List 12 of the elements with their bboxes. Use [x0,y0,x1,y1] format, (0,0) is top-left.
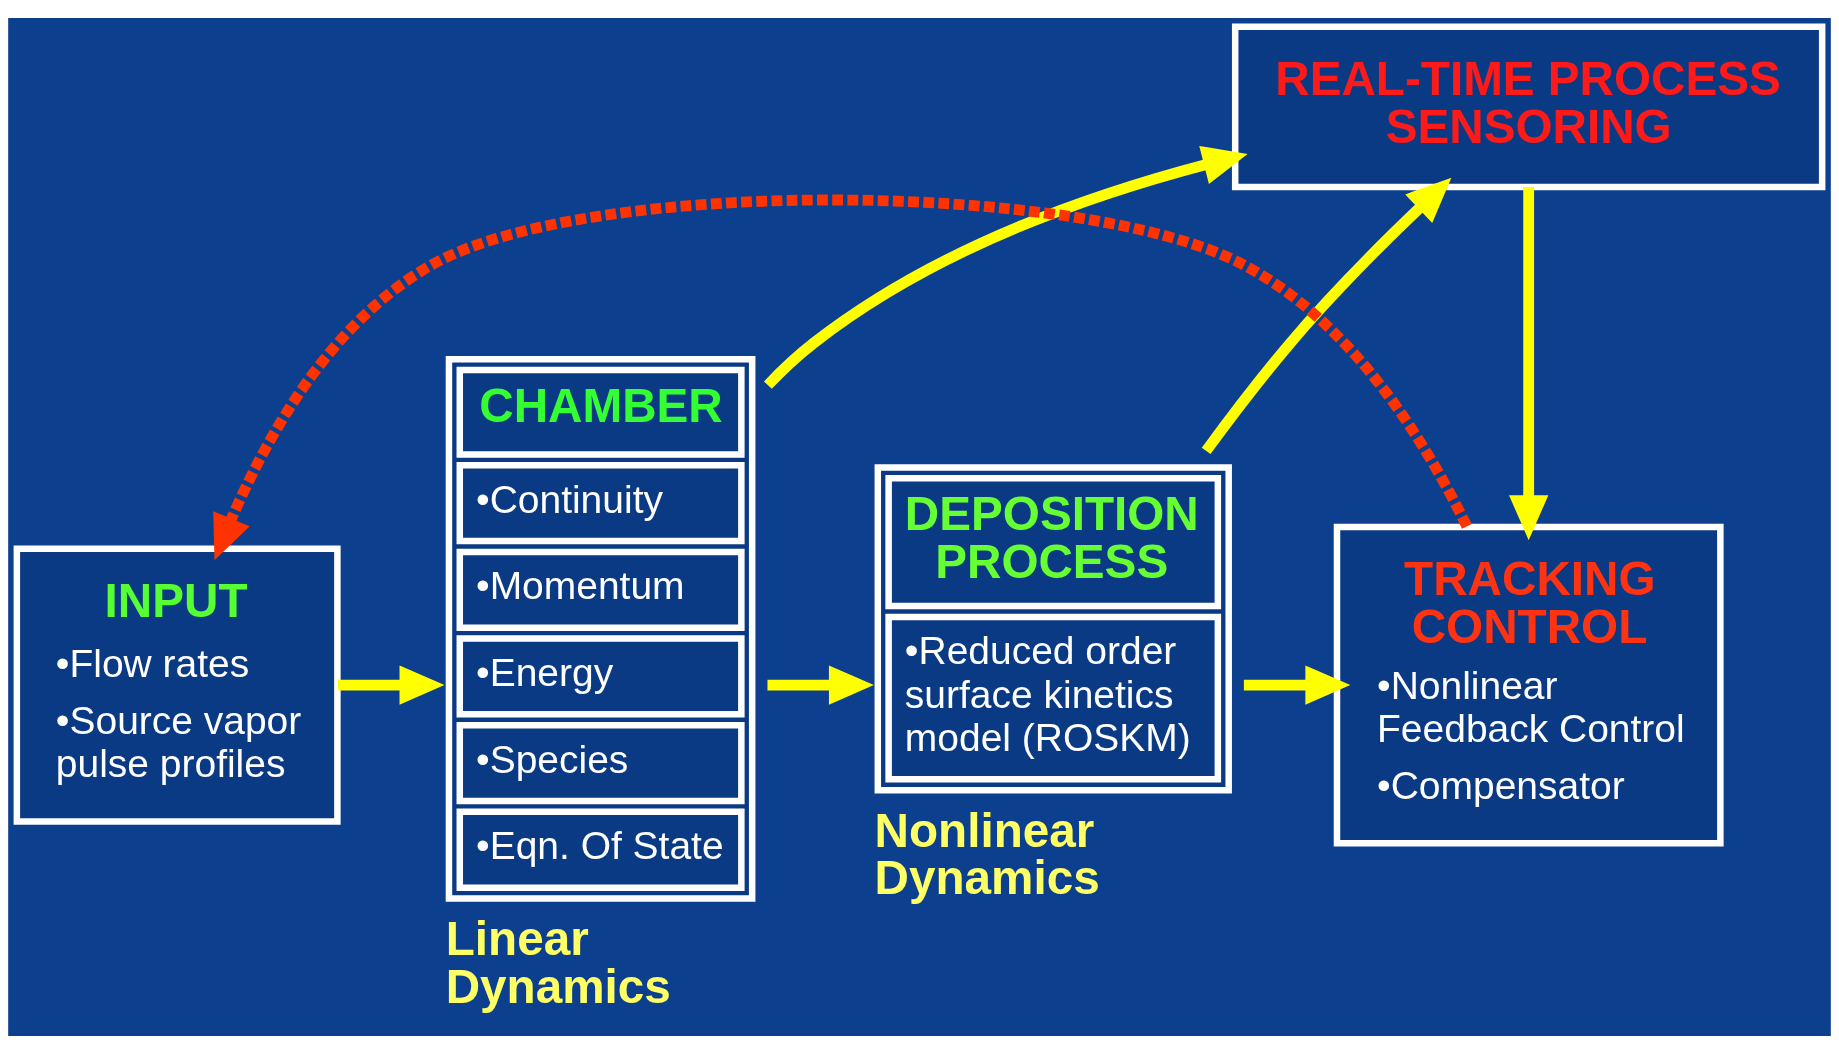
arrow [338,664,445,705]
node-box: INPUT •Flow rates •Source vapor pulse profiles [13,544,341,825]
node-box: REAL-TIME PROCESS SENSORING [1231,22,1826,190]
arrow [213,194,1472,560]
node-box: TRACKING CONTROL •Nonlinear Feedback Control •Compensator [1333,523,1724,846]
arrow [1243,664,1351,705]
arrow [763,145,1248,389]
arrow [1509,186,1549,540]
node-label: Linear Dynamics [445,911,671,1013]
arrow [1201,177,1452,454]
node-label: Nonlinear Dynamics [874,803,1100,904]
arrow [767,664,874,705]
